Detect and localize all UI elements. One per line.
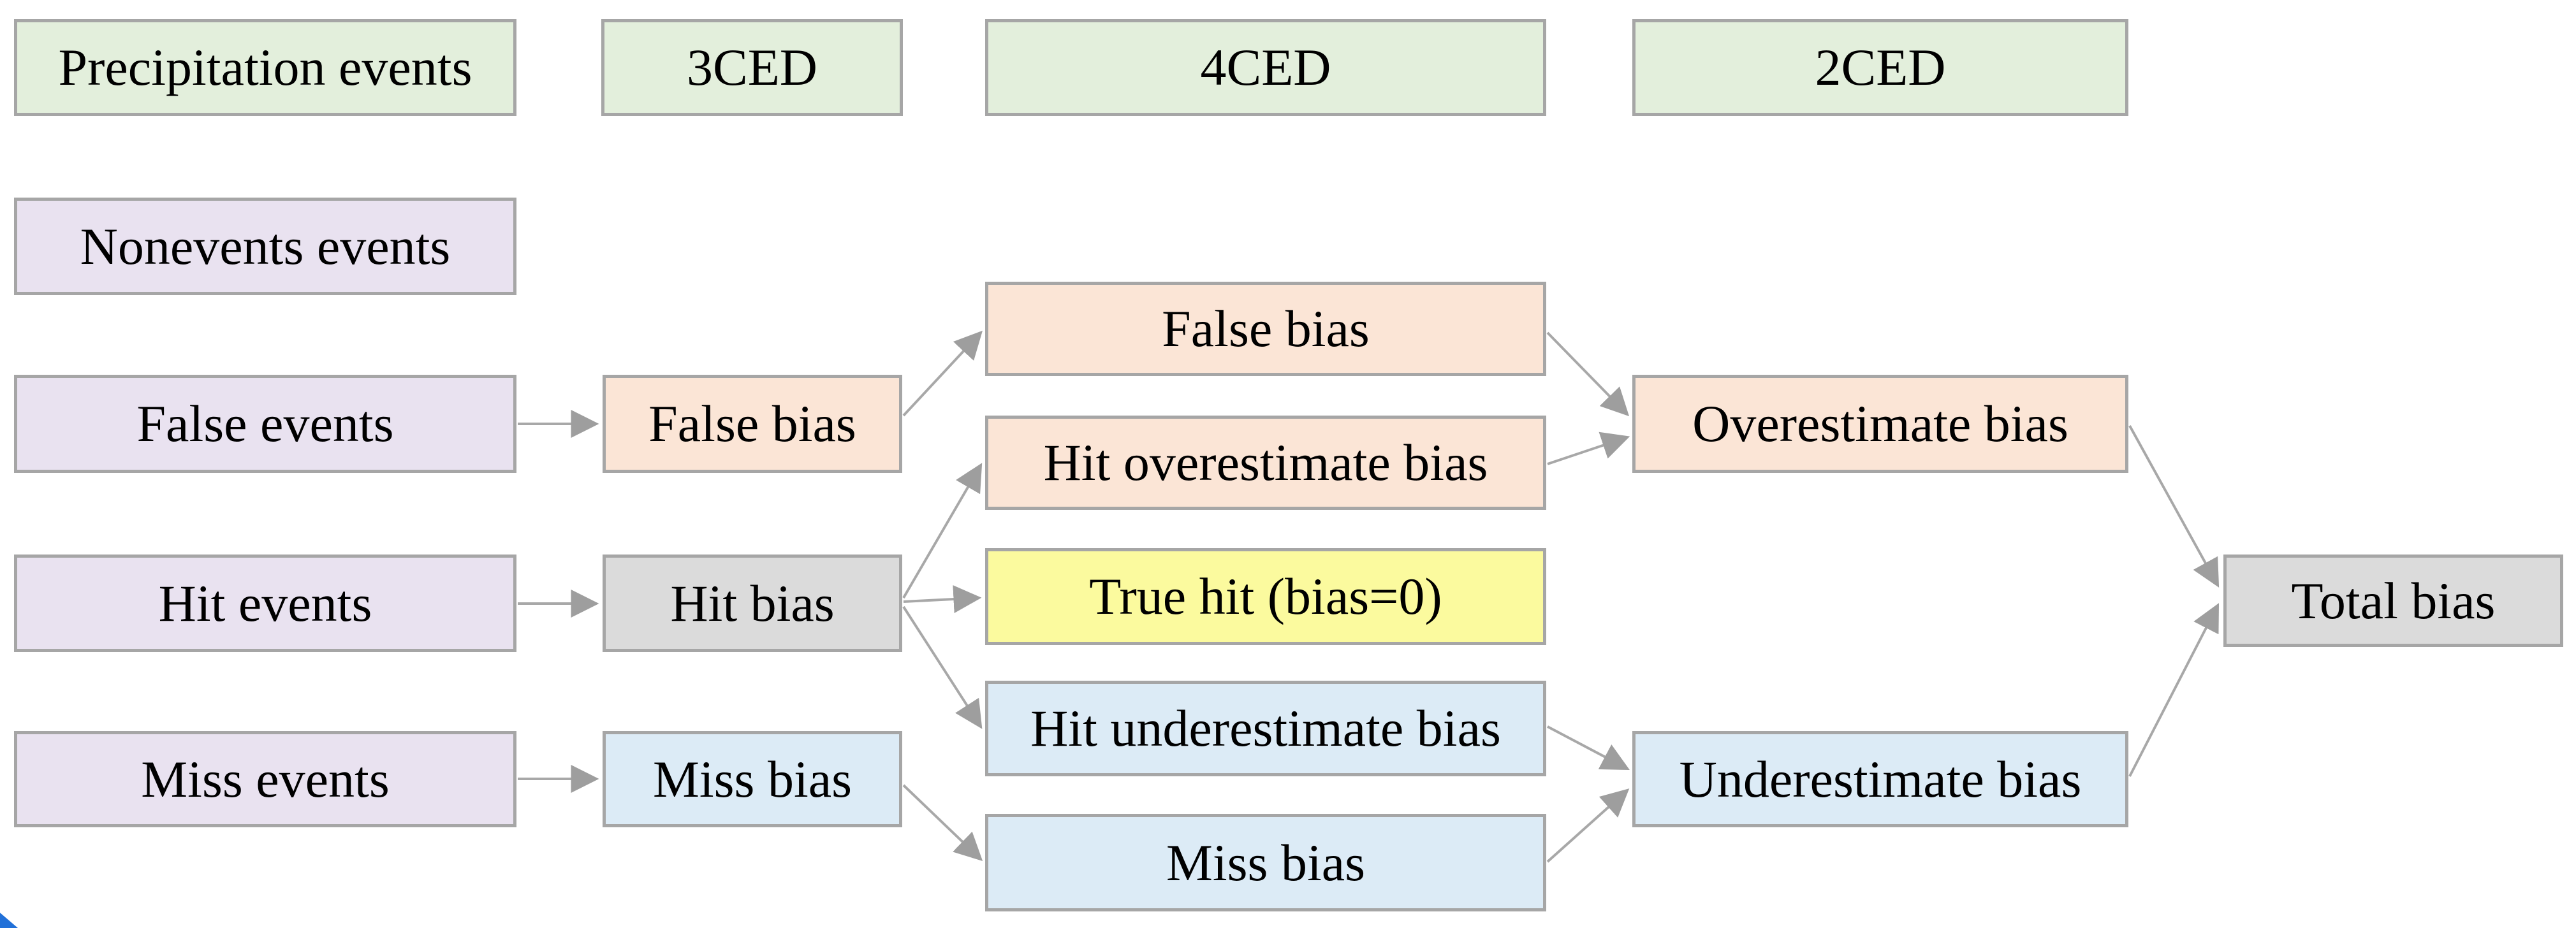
node-label: False events [136, 395, 394, 453]
node-precipitation-events: Precipitation events [14, 19, 516, 116]
node-label: Hit overestimate bias [1043, 433, 1488, 491]
node-false-bias-4ced: False bias [985, 282, 1546, 376]
arrow-hit-overestimate-to-overestimate [1547, 431, 1630, 465]
arrow-false-bias-4ced-to-overestimate [1546, 331, 1630, 417]
arrow-underestimate-to-total [2128, 603, 2220, 777]
node-label: Precipitation events [58, 38, 472, 96]
arrow-false-bias-to-false-bias-4ced [902, 330, 983, 417]
arrow-hit-bias-to-hit-overestimate [902, 463, 983, 599]
node-total-bias: Total bias [2223, 555, 2563, 647]
node-label: Hit underestimate bias [1030, 699, 1501, 757]
node-label: True hit (bias=0) [1089, 567, 1442, 625]
arrow-hit-bias-to-hit-underestimate [902, 605, 983, 729]
node-hit-underestimate-bias: Hit underestimate bias [985, 681, 1546, 776]
arrow-miss-bias-to-miss-bias-4ced [902, 784, 983, 862]
node-underestimate-bias: Underestimate bias [1632, 731, 2128, 827]
node-3ced-header: 3CED [601, 19, 903, 116]
node-label: False bias [648, 395, 856, 453]
arrow-hit-underestimate-to-underestimate [1547, 725, 1630, 771]
node-false-bias-3ced: False bias [603, 375, 902, 473]
node-label: 2CED [1815, 38, 1946, 96]
node-label: Miss events [141, 750, 390, 808]
node-label: Overestimate bias [1692, 395, 2068, 453]
node-true-hit: True hit (bias=0) [985, 548, 1546, 645]
node-miss-bias-4ced: Miss bias [985, 814, 1546, 911]
arrow-overestimate-to-total [2128, 425, 2220, 588]
node-label: False bias [1162, 300, 1370, 358]
node-label: Miss bias [1166, 833, 1366, 892]
node-hit-bias-3ced: Hit bias [603, 555, 902, 652]
node-label: Hit events [158, 574, 372, 632]
node-label: 4CED [1200, 38, 1331, 96]
node-hit-overestimate-bias: Hit overestimate bias [985, 416, 1546, 510]
node-false-events: False events [14, 375, 516, 473]
node-nonevents-events: Nonevents events [14, 198, 516, 295]
node-miss-bias-3ced: Miss bias [603, 731, 902, 827]
node-hit-events: Hit events [14, 555, 516, 652]
corner-artifact [0, 913, 18, 928]
arrow-hit-bias-to-true-hit [903, 585, 982, 613]
node-label: 3CED [687, 38, 817, 96]
node-label: Miss bias [652, 750, 853, 808]
node-2ced-header: 2CED [1632, 19, 2128, 116]
node-4ced-header: 4CED [985, 19, 1546, 116]
node-miss-events: Miss events [14, 731, 516, 827]
node-label: Underestimate bias [1679, 750, 2082, 808]
node-label: Nonevents events [80, 217, 451, 275]
node-label: Total bias [2291, 571, 2496, 630]
node-overestimate-bias: Overestimate bias [1632, 375, 2128, 473]
node-label: Hit bias [670, 574, 835, 632]
arrow-miss-bias-4ced-to-underestimate [1546, 788, 1630, 863]
